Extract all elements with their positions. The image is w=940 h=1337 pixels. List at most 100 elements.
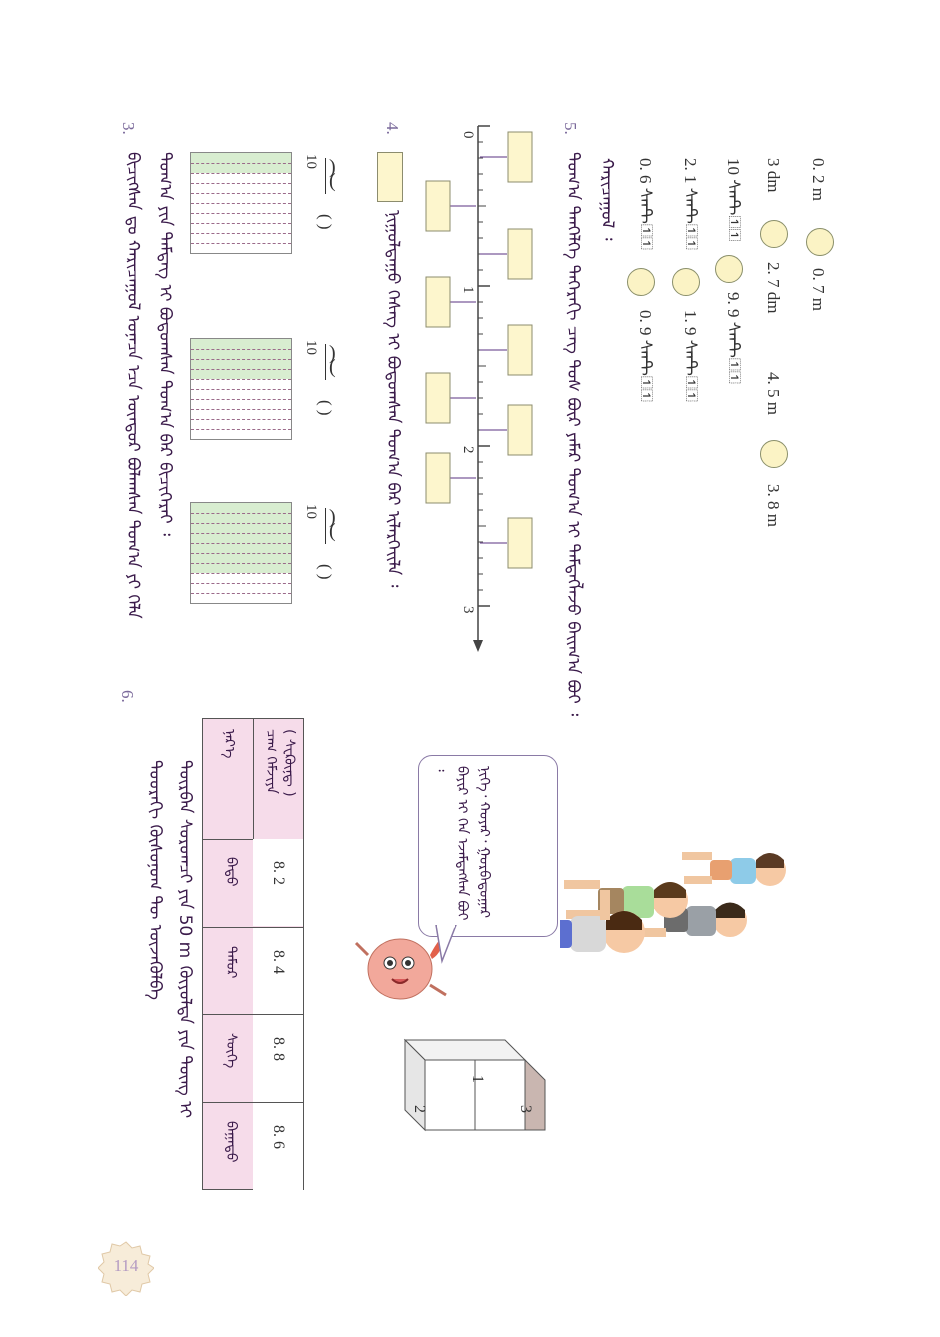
name-cell: ᠪᠠᠲᠤ bbox=[223, 857, 239, 887]
compare-answer-circle[interactable] bbox=[627, 268, 655, 296]
grid-line bbox=[191, 389, 291, 390]
grid-line bbox=[191, 193, 291, 194]
table-name-label: ᠨᠡᠷ᠎ᠡ bbox=[221, 729, 237, 759]
podium-place-2: 2 bbox=[411, 1105, 428, 1113]
fraction-blank[interactable]: ) ( bbox=[305, 152, 345, 200]
exercise-5-number: 5. bbox=[561, 122, 580, 135]
compare-answer-circle[interactable] bbox=[760, 220, 788, 248]
compare-answer-circle[interactable] bbox=[760, 440, 788, 468]
shaded-region bbox=[191, 503, 291, 573]
answer-blank[interactable]: ( ) bbox=[316, 564, 335, 580]
speech-bubble-text: ᠨᠢᠭᠡ᠂ ᠬᠣᠶᠠᠷ᠂ ᠭᠤᠷᠪᠠᠳᠤᠭᠠᠷ ᠪᠠᠶᠢᠷ ᠢ ᠬᠡᠨ ᠡᠵᠡᠮ… bbox=[432, 766, 492, 921]
answer-box bbox=[425, 452, 451, 504]
exercise-4-number: 4. bbox=[383, 122, 402, 135]
answer-box bbox=[507, 324, 533, 376]
time-cell: 8. 2 bbox=[270, 861, 287, 885]
grid-line bbox=[191, 243, 291, 244]
grid-line bbox=[191, 379, 291, 380]
grid-line bbox=[191, 553, 291, 554]
compare-right-value: 2. 7 dm bbox=[764, 262, 783, 314]
answer-blank[interactable]: ( ) bbox=[316, 400, 335, 416]
grid-line bbox=[191, 409, 291, 410]
runner-child bbox=[682, 852, 786, 886]
page-number-badge bbox=[98, 1241, 154, 1296]
compare-left-value: 3 dm bbox=[764, 158, 783, 193]
answer-box bbox=[425, 276, 451, 328]
grid-line bbox=[191, 223, 291, 224]
time-cell: 8. 4 bbox=[270, 949, 287, 974]
exercise-4-instruction: ᠨᠢᠭᠤᠯᠳᠠᠭᠤ ᠬᠡᠰᠡᠭ ᠢ ᠪᠤᠳᠤᠭᠰᠠᠨ ᠲᠤᠭ᠎ᠠ ᠪᠠᠷ ᠢᠯᠡ… bbox=[383, 210, 403, 588]
grid-line bbox=[191, 349, 291, 350]
compare-right-value: 0. 9 ᠰᠡᠨᠲ᠋᠋ bbox=[636, 310, 655, 403]
grid-line bbox=[191, 399, 291, 400]
speech-bubble-tail bbox=[435, 925, 457, 964]
answer-box bbox=[507, 404, 533, 456]
grid-line bbox=[191, 543, 291, 544]
fraction-blank[interactable]: ) ( bbox=[305, 338, 345, 386]
grid-line bbox=[191, 523, 291, 524]
compare-left-value: 4. 5 m bbox=[764, 372, 783, 415]
table-header-cell: ( ᠰᠧᠺᠦ᠋ᠨ᠋ᠳ᠋ ) ᠴᠠᠭ ᠬᠡᠮᠵᠢᠶᠡ ᠨᠡᠷ᠎ᠡ bbox=[203, 719, 303, 840]
grid-line bbox=[191, 359, 291, 360]
fraction-denominator: 10 bbox=[303, 154, 319, 169]
compare-right-value: 9. 9 ᠰᠡᠨᠲ᠋᠋ bbox=[724, 292, 743, 385]
compare-right-value: 0. 7 m bbox=[809, 268, 828, 311]
tick-label-0: 0 bbox=[460, 131, 476, 139]
grid-line bbox=[191, 173, 291, 174]
table-row: 8. 8 ᠰᠦᠬᠡ bbox=[203, 1014, 303, 1102]
table-row: 8. 2 ᠪᠠᠲᠤ bbox=[203, 839, 303, 926]
compare-answer-circle[interactable] bbox=[715, 255, 743, 283]
tick-label-1: 1 bbox=[460, 286, 476, 294]
grid-line bbox=[191, 419, 291, 420]
podium-illustration: 1 2 3 bbox=[403, 1038, 546, 1132]
answer-box bbox=[507, 517, 533, 569]
compare-answer-circle[interactable] bbox=[806, 228, 834, 256]
grid-line bbox=[191, 203, 291, 204]
exercise-6-number: 6. bbox=[118, 690, 137, 703]
answer-box bbox=[507, 131, 533, 183]
runner-child bbox=[560, 890, 645, 953]
answer-box bbox=[425, 180, 451, 232]
grid-line bbox=[191, 163, 291, 164]
compare-instruction: ᠬᠠᠷᠢᠴᠠᠭᠤᠯ ᠄ bbox=[597, 158, 617, 241]
grid-line bbox=[191, 533, 291, 534]
compare-left-value: 0. 2 m bbox=[809, 158, 828, 201]
answer-blank[interactable]: ( ) bbox=[316, 214, 335, 230]
runner-child bbox=[564, 880, 688, 919]
exercise-6-question: ᠳᠦᠷᠪᠡᠨ ᠰᠤᠷᠤᠭᠴᠢ ᠶᠢᠨ 50 m ᠭᠦᠶᠦᠯᠲᠡ ᠶᠢᠨ ᠳᠦᠩ … bbox=[145, 760, 195, 1119]
tick-label-3: 3 bbox=[460, 606, 476, 614]
fraction-denominator: 10 bbox=[303, 340, 319, 355]
grid-line bbox=[191, 429, 291, 430]
exercise-3-line-1: ᠲᠤᠭ᠎ᠠ ᠶᠢᠨ ᠲᠡᠮᠳᠡᠭ ᠢ ᠪᠤᠳᠤᠭᠰᠠᠨ ᠲᠤᠭ᠎ᠠ ᠪᠠᠷ ᠪᠢ… bbox=[155, 152, 175, 536]
grid-line bbox=[191, 213, 291, 214]
compare-right-value: 1. 9 ᠰᠡᠨᠲ᠋᠋ bbox=[681, 310, 700, 403]
compare-answer-circle[interactable] bbox=[672, 268, 700, 296]
answer-box bbox=[425, 372, 451, 424]
grid-line bbox=[191, 233, 291, 234]
name-cell: ᠲᠡᠮᠦᠷ bbox=[223, 945, 239, 978]
table-header-label: ᠴᠠᠭ ᠬᠡᠮᠵᠢᠶᠡ bbox=[263, 729, 279, 794]
running-children-illustration bbox=[560, 852, 786, 953]
grid-line bbox=[191, 369, 291, 370]
example-answer-box[interactable] bbox=[377, 152, 403, 202]
compare-left-value: 0. 6 ᠰᠡᠨᠲ᠋᠋ bbox=[636, 158, 655, 251]
compare-left-value: 10 ᠰᠡᠨᠲ᠋᠋ bbox=[724, 158, 743, 242]
compare-left-value: 2. 1 ᠰᠡᠨᠲ᠋᠋ bbox=[681, 158, 700, 251]
table-header-unit: ( ᠰᠧᠺᠦ᠋ᠨ᠋ᠳ᠋ ) bbox=[281, 729, 297, 797]
name-cell: ᠪᠠᠭᠠᠲᠤ bbox=[223, 1120, 239, 1162]
compare-row-1: 0. 2 m bbox=[808, 158, 828, 348]
podium-place-1: 1 bbox=[469, 1075, 486, 1083]
time-cell: 8. 6 bbox=[270, 1124, 287, 1149]
speech-bubble: ᠨᠢᠭᠡ᠂ ᠬᠣᠶᠠᠷ᠂ ᠭᠤᠷᠪᠠᠳᠤᠭᠠᠷ ᠪᠠᠶᠢᠷ ᠢ ᠬᠡᠨ ᠡᠵᠡᠮ… bbox=[418, 755, 558, 937]
time-cell: 8. 8 bbox=[270, 1037, 287, 1061]
grid-line bbox=[191, 513, 291, 514]
page-number: 114 bbox=[113, 1256, 139, 1275]
name-cell: ᠰᠦᠬᠡ bbox=[223, 1033, 239, 1069]
grid-line bbox=[191, 183, 291, 184]
answer-box bbox=[507, 228, 533, 280]
grid-line bbox=[191, 583, 291, 584]
fraction-denominator: 10 bbox=[303, 504, 319, 519]
fraction-grid bbox=[190, 152, 292, 254]
fraction-blank[interactable]: ) ( bbox=[305, 502, 345, 550]
fraction-grid bbox=[190, 502, 292, 604]
